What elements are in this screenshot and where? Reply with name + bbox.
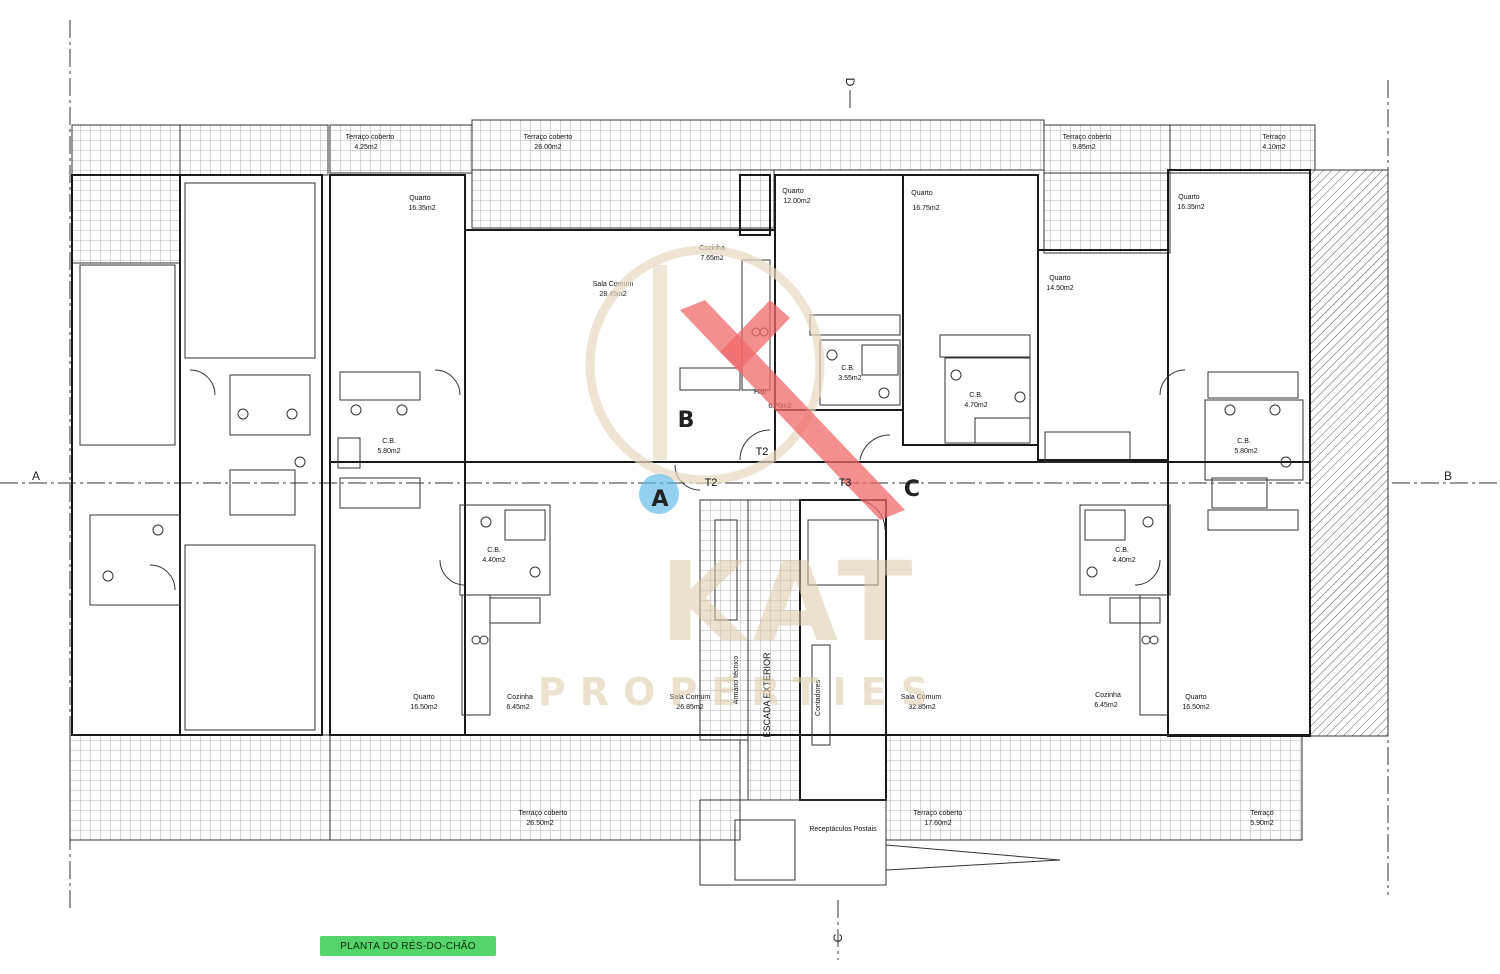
room-area: 4.70m2: [964, 402, 987, 409]
terraces-bottom: [69, 499, 1303, 841]
room-name: Quarto: [1185, 694, 1207, 701]
room-area: 4.40m2: [1112, 557, 1135, 564]
section-marker-left: A: [32, 469, 40, 483]
room-area: 9.85m2: [1072, 144, 1095, 151]
room-area: 26.50m2: [526, 820, 553, 827]
room-area: 16.35m2: [408, 205, 435, 212]
section-marker-top: D: [843, 78, 857, 87]
typology-label: T2: [756, 446, 769, 458]
room-area: 32.85m2: [908, 704, 935, 711]
room-area: 5.90m2: [1250, 820, 1273, 827]
plan-caption: PLANTA DO RÉS-DO-CHÃO: [320, 936, 496, 956]
core-label-recept: Receptáculos Postais: [809, 826, 877, 833]
room-area: 14.50m2: [1046, 285, 1073, 292]
room-area: 16.35m2: [1177, 204, 1204, 211]
room-name: C.B.: [487, 547, 501, 554]
room-area: 3.55m2: [838, 375, 861, 382]
typology-label: T2: [705, 477, 718, 489]
terraces-top: [71, 119, 1316, 264]
room-area: 12.00m2: [783, 198, 810, 205]
room-name: Quarto: [911, 190, 933, 197]
room-area: 26.85m2: [676, 704, 703, 711]
room-name: Quarto: [413, 694, 435, 701]
room-name: Cozinha: [507, 694, 533, 701]
watermark: KAT PROPERTIES: [538, 245, 942, 714]
room-area: 6.45m2: [506, 704, 529, 711]
room-area: 26.00m2: [534, 144, 561, 151]
room-name: Sala Comum: [593, 281, 634, 288]
room-name: C.B.: [382, 438, 396, 445]
room-name: Quarto: [409, 195, 431, 202]
section-marker-right: B: [1444, 469, 1452, 483]
room-name: Terraço coberto: [914, 810, 963, 817]
room-name: C.B.: [969, 392, 983, 399]
room-name: C.B.: [1115, 547, 1129, 554]
room-area: 16.75m2: [912, 205, 939, 212]
section-marker-bottom: C: [831, 933, 845, 942]
room-area: 7.65m2: [700, 255, 723, 262]
walls: [71, 169, 1311, 737]
unit-marker-a-highlight: [639, 474, 679, 514]
unit-marker-c: C: [904, 477, 920, 502]
room-name: Terraço coberto: [1063, 134, 1112, 141]
room-name: C.B.: [1237, 438, 1251, 445]
room-name: Quarto: [1178, 194, 1200, 201]
hatched-wall-strip: [1309, 169, 1389, 737]
door-swings: [149, 369, 1186, 591]
watermark-brand: KAT: [660, 538, 921, 666]
room-area: 4.25m2: [354, 144, 377, 151]
room-name: Quarto: [782, 188, 804, 195]
room-area: 5.80m2: [1234, 448, 1257, 455]
room-name: Terraço coberto: [524, 134, 573, 141]
room-name: C.B.: [841, 365, 855, 372]
core-label-armario: Armário técnico: [733, 656, 740, 705]
room-name: Quarto: [1049, 275, 1071, 282]
room-name: Terraço coberto: [346, 134, 395, 141]
room-name: Cozinha: [1095, 692, 1121, 699]
room-name: Terraço: [1262, 134, 1285, 141]
room-area: 4.40m2: [482, 557, 505, 564]
room-area: 16.50m2: [1182, 704, 1209, 711]
watermark-tagline: PROPERTIES: [538, 670, 942, 714]
room-area: 4.10m2: [1262, 144, 1285, 151]
unit-marker-a: A: [651, 487, 668, 512]
room-area: 6.45m2: [1094, 702, 1117, 709]
core-label-contadores: Contadores: [815, 679, 822, 716]
room-area: 17.60m2: [924, 820, 951, 827]
room-area: 5.80m2: [377, 448, 400, 455]
room-labels: Terraço coberto 4.25m2 Terraço coberto 2…: [346, 134, 1286, 833]
core-label-escada: ESCADA EXTERIOR: [762, 652, 772, 738]
room-area: 16.50m2: [410, 704, 437, 711]
room-name: Terraço: [1250, 810, 1273, 817]
room-name: Sala Comum: [901, 694, 942, 701]
unit-marker-b: B: [678, 408, 695, 433]
stair-core: [699, 499, 1061, 886]
typology-label: T3: [839, 477, 852, 489]
room-name: Terraço coberto: [519, 810, 568, 817]
room-name: Sala Comum: [670, 694, 711, 701]
